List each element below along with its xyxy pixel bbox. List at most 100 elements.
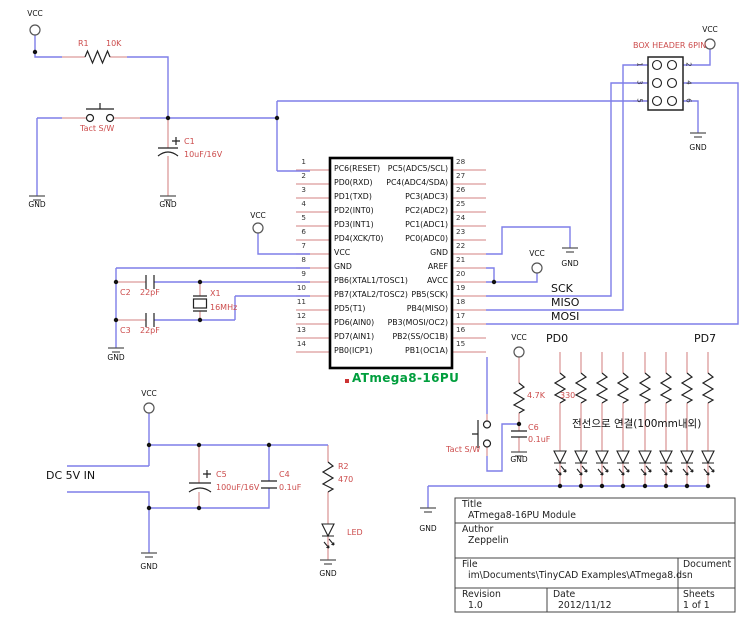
gnd-symbol bbox=[419, 507, 437, 513]
title-block-document-label: Document bbox=[683, 559, 732, 570]
header-pin-number: 3 bbox=[635, 80, 644, 85]
ic-pin-number: 3 bbox=[301, 185, 306, 194]
ic-pin-name: PC2(ADC2) bbox=[405, 206, 448, 215]
vcc-label: VCC bbox=[529, 249, 545, 258]
title-block-title-label: Title bbox=[462, 499, 482, 510]
ic-pin-number: 11 bbox=[296, 297, 306, 306]
ic-pin-number: 24 bbox=[456, 213, 466, 222]
tact-sw2-label: Tact S/W bbox=[446, 445, 481, 454]
component-symbols bbox=[84, 49, 527, 493]
vcc-symbol bbox=[513, 346, 525, 358]
c6-ref: C6 bbox=[528, 423, 539, 432]
c5-ref: C5 bbox=[216, 470, 227, 479]
ic-pin-name: AVCC bbox=[426, 276, 448, 285]
r1-value: 10K bbox=[106, 39, 122, 48]
net-label-pd0: PD0 bbox=[546, 332, 569, 345]
ic-pin-number: 13 bbox=[296, 325, 306, 334]
vcc-symbol bbox=[704, 38, 716, 50]
r2-ref: R2 bbox=[338, 462, 349, 471]
title-block-sheets: 1 of 1 bbox=[683, 600, 710, 611]
net-label-mosi: MOSI bbox=[551, 310, 580, 323]
ic-pin-name: PB2(SS/OC1B) bbox=[392, 332, 448, 341]
c1-value: 10uF/16V bbox=[184, 150, 223, 159]
crystal-symbol bbox=[192, 295, 208, 312]
ic-pin-name: PB1(OC1A) bbox=[405, 346, 448, 355]
vcc-label: VCC bbox=[702, 25, 718, 34]
ic-pin-number: 27 bbox=[456, 171, 466, 180]
c4-ref: C4 bbox=[279, 470, 290, 479]
ic-pin-name: PC1(ADC1) bbox=[405, 220, 448, 229]
ic-pin-name: PC0(ADC0) bbox=[405, 234, 448, 243]
ic-pin-number: 23 bbox=[456, 227, 466, 236]
ic-pin-number: 8 bbox=[301, 255, 306, 264]
r3-value: 4.7K bbox=[527, 391, 545, 400]
electrolytic-cap-symbol bbox=[188, 470, 212, 493]
resistor-symbol bbox=[702, 372, 714, 404]
ic-pin-number: 16 bbox=[456, 325, 466, 334]
ic-pin-name: AREF bbox=[427, 262, 448, 271]
gnd-label: GND bbox=[419, 524, 437, 533]
ic-pin-name: PB4(MISO) bbox=[406, 304, 448, 313]
title-block-file-label: File bbox=[462, 559, 478, 570]
header-pin-number: 5 bbox=[635, 98, 644, 103]
title-block-date-label: Date bbox=[553, 589, 576, 600]
capacitor-symbol bbox=[261, 480, 277, 489]
component-leads bbox=[62, 56, 709, 560]
ic-pin-name: PD7(AIN1) bbox=[334, 332, 375, 341]
r2-value: 470 bbox=[338, 475, 354, 484]
ic-pin-number: 2 bbox=[301, 171, 306, 180]
ic-pin-name: PD2(INT0) bbox=[334, 206, 374, 215]
ic-pin-number: 7 bbox=[301, 241, 306, 250]
box-header-symbol bbox=[647, 56, 684, 111]
gnd-label: GND bbox=[319, 569, 337, 578]
tact-sw1-label: Tact S/W bbox=[80, 124, 115, 133]
ic-pin-name: PB5(SCK) bbox=[411, 290, 448, 299]
ic-pin-name: PD4(XCK/T0) bbox=[334, 234, 384, 243]
resistor-symbol bbox=[322, 461, 334, 493]
ic-pin-name: PC5(ADC5/SCL) bbox=[387, 164, 448, 173]
c2-ref: C2 bbox=[120, 288, 131, 297]
ic-pin-name: PD1(TXD) bbox=[334, 192, 372, 201]
vcc-label: VCC bbox=[27, 9, 43, 18]
ic-pin-name: PC3(ADC3) bbox=[405, 192, 448, 201]
title-block-frame bbox=[454, 497, 736, 613]
ic-label: ATmega8-16PU bbox=[352, 371, 460, 385]
title-block-revision: 1.0 bbox=[468, 600, 483, 611]
capacitor-symbol bbox=[511, 430, 527, 438]
c5-value: 100uF/16V bbox=[216, 483, 260, 492]
ic-pin-name: PD3(INT1) bbox=[334, 220, 374, 229]
ic-pin-name: PB6(XTAL1/TOSC1) bbox=[334, 276, 408, 285]
ic-pin-name: PB3(MOSI/OC2) bbox=[387, 318, 448, 327]
resistor-symbol bbox=[513, 382, 525, 414]
r1-ref: R1 bbox=[78, 39, 89, 48]
c3-ref: C3 bbox=[120, 326, 131, 335]
x1-value: 16MHz bbox=[210, 303, 238, 312]
ic-pin-number: 28 bbox=[456, 157, 466, 166]
gnd-label: GND bbox=[561, 259, 579, 268]
resistor-symbol bbox=[84, 49, 111, 65]
tact-switch-symbol bbox=[472, 420, 492, 448]
title-block-title: ATmega8-16PU Module bbox=[468, 510, 576, 521]
vcc-label: VCC bbox=[511, 333, 527, 342]
ic-pin-name: PC6(RESET) bbox=[334, 164, 381, 173]
ic-pin-number: 25 bbox=[456, 199, 466, 208]
ic-pin-number: 26 bbox=[456, 185, 466, 194]
vcc-symbol bbox=[29, 24, 41, 36]
ic-pin-number: 12 bbox=[296, 311, 306, 320]
ic-pin-number: 6 bbox=[301, 227, 306, 236]
gnd-label: GND bbox=[107, 353, 125, 362]
resistor-symbol bbox=[596, 372, 608, 404]
gnd-symbol bbox=[140, 552, 158, 558]
x1-ref: X1 bbox=[210, 289, 221, 298]
title-block-date: 2012/11/12 bbox=[558, 600, 612, 611]
tact-switch-symbol bbox=[85, 103, 115, 123]
resistor-symbol bbox=[660, 372, 672, 404]
title-block-author-label: Author bbox=[462, 524, 494, 535]
wires bbox=[34, 35, 739, 553]
title-block-file: im\Documents\TinyCAD Examples\ATmega8.ds… bbox=[468, 570, 693, 581]
ic-pin-name: VCC bbox=[334, 248, 351, 257]
net-label-pd7: PD7 bbox=[694, 332, 717, 345]
ic-pin-number: 19 bbox=[456, 283, 466, 292]
r-array-value: 330 bbox=[560, 391, 576, 400]
ic-pin-name: PD6(AIN0) bbox=[334, 318, 375, 327]
